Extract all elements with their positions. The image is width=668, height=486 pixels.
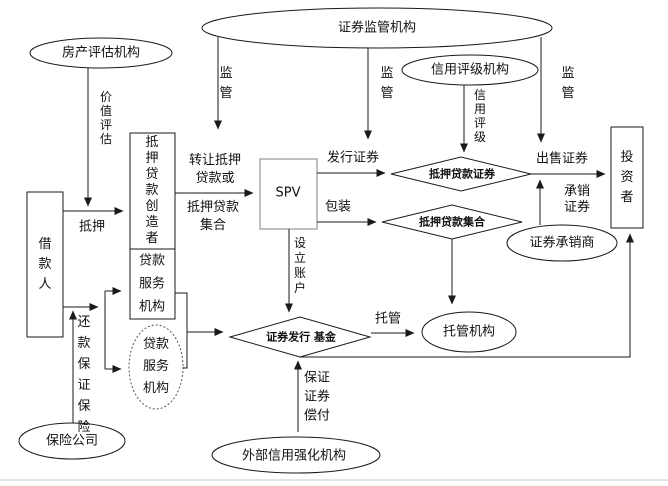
servicer-box [129,248,176,320]
guarantee-label: 保证 证券 偿付 [303,370,331,424]
servicer-bracket [175,292,188,369]
appraisal-label: 房产评估机构 [61,45,141,61]
arrow-fund-investor [300,233,634,358]
setup-account-label: 设 立 账 户 [293,236,307,295]
custodian-ellipse [421,311,517,353]
supervise-right-label: 监 管 [561,66,575,101]
issue-securities-label: 发行证券 [326,150,380,166]
rating-label: 信用评级机构 [430,62,510,78]
rating-ellipse [401,54,539,86]
investor-box [610,126,644,229]
mbs-diamond-label: 抵押贷款证券 [429,167,495,181]
borrower-box [26,191,64,338]
value-appraisal-label: 价 值 评 估 [99,90,113,146]
pool-diamond [381,204,523,240]
underwriter-ellipse [506,224,618,262]
servicer-alt-ellipse [128,324,184,410]
enhancer-label: 外部信用强化机构 [241,448,347,464]
fund-diamond [228,316,372,358]
repayment-insurance-label: 还 款 保 证 保 险 [77,315,91,435]
borrower-label: 借 款 人 [38,237,52,292]
pool-diamond-label: 抵押贷款集合 [419,215,485,229]
custodian-label: 托管机构 [442,324,496,340]
transfer-pool-label: 抵押贷款 集合 [186,200,240,233]
enhancer-ellipse [211,436,381,474]
underwriter-label: 证券承销商 [529,235,595,251]
mortgage-label: 抵押 [78,219,106,235]
regulator-ellipse [201,7,553,49]
transfer-mortgage-label: 转让抵押 贷款或 [188,153,242,186]
custody-label: 托管 [374,311,402,327]
regulator-label: 证券监管机构 [337,20,417,36]
fund-diamond-label: 证券发行 基金 [266,330,336,344]
appraisal-ellipse [29,37,173,69]
servicer-label: 贷款 服务 机构 [138,253,166,315]
insurance-label: 保险公司 [45,433,99,449]
originator-label: 抵 押 贷 款 创 造 者 [145,135,159,246]
sell-securities-label: 出售证券 [535,151,589,167]
package-label: 包装 [324,199,352,215]
supervise-left-label: 监 管 [219,66,233,101]
servicer-alt-label: 贷款 服务 机构 [142,337,170,396]
credit-rating-label: 信 用 评 级 [473,88,487,144]
insurance-ellipse [18,422,126,460]
investor-label: 投 资 者 [620,150,634,205]
supervise-mid-label: 监 管 [380,66,394,101]
spv-label: SPV [275,185,301,201]
underwrite-label: 承销 证券 [563,184,591,215]
